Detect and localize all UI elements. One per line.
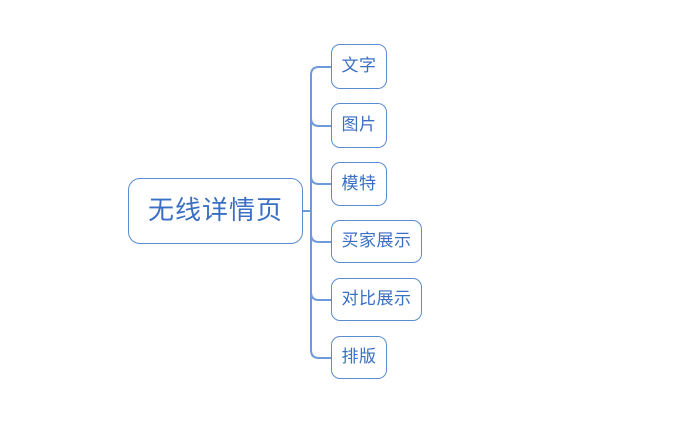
connector-branch-1 <box>310 66 332 76</box>
child-node-4[interactable]: 买家展示 <box>331 220 422 263</box>
child-node-3-label: 模特 <box>341 173 377 194</box>
child-node-4-label: 买家展示 <box>341 231 412 251</box>
child-node-2[interactable]: 图片 <box>331 103 387 148</box>
root-node[interactable]: 无线详情页 <box>128 178 303 244</box>
connector-branch-4 <box>310 233 332 243</box>
connector-branch-2 <box>310 117 332 127</box>
root-node-label: 无线详情页 <box>147 196 283 226</box>
connector-branch-6 <box>310 349 332 359</box>
child-node-1[interactable]: 文字 <box>331 44 387 89</box>
child-node-6-label: 排版 <box>341 347 377 367</box>
child-node-5[interactable]: 对比展示 <box>331 278 422 321</box>
child-node-5-label: 对比展示 <box>341 289 412 309</box>
connector-branch-5 <box>310 291 332 301</box>
child-node-2-label: 图片 <box>341 115 377 135</box>
child-node-3[interactable]: 模特 <box>331 162 387 206</box>
connector-branch-3 <box>310 175 332 185</box>
child-node-1-label: 文字 <box>341 56 377 76</box>
child-node-6[interactable]: 排版 <box>331 336 387 379</box>
